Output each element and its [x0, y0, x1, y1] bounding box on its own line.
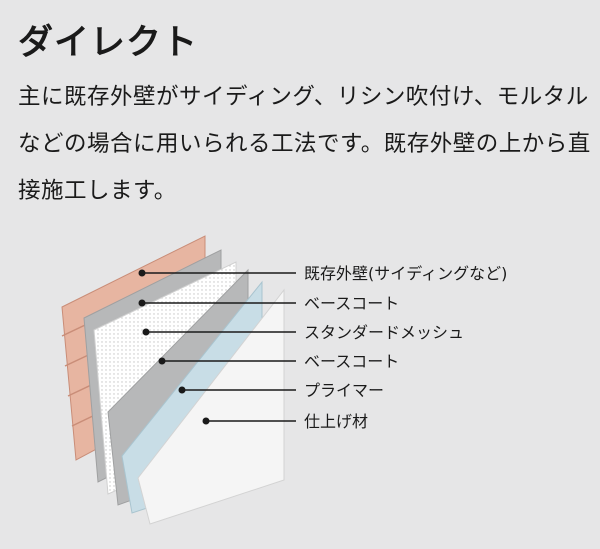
- callout-standard-mesh: スタンダードメッシュ: [142, 323, 464, 342]
- layer-finish: [137, 288, 285, 525]
- description: 主に既存外壁がサイディング、リシン吹付け、モルタルなどの場合に用いられる工法です…: [18, 84, 591, 204]
- callout-base-coat-2: ベースコート: [158, 352, 399, 371]
- callout-existing-wall: 既存外壁(サイディングなど): [138, 264, 507, 283]
- callout-label: 既存外壁(サイディングなど): [304, 264, 507, 283]
- callout-label: スタンダードメッシュ: [304, 323, 464, 342]
- callout-label: ベースコート: [304, 294, 399, 313]
- callout-finish: 仕上げ材: [202, 412, 368, 431]
- callout-label: プライマー: [304, 381, 384, 400]
- callout-base-coat-1: ベースコート: [138, 294, 399, 313]
- callout-label: ベースコート: [304, 352, 399, 371]
- page-title: ダイレクト: [18, 23, 199, 63]
- callout-label: 仕上げ材: [304, 412, 368, 431]
- callout-primer: プライマー: [178, 381, 384, 400]
